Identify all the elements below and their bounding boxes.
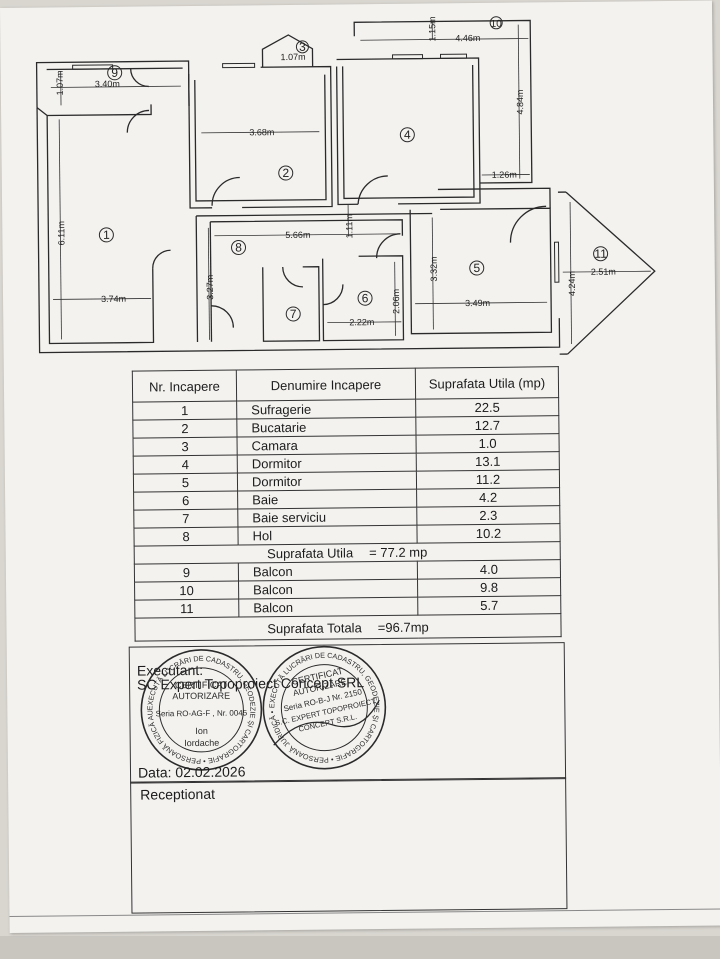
stamp1-title: CERTIFICAT: [175, 680, 228, 691]
totala-total-cell: Suprafata Totala =96.7mp: [134, 613, 562, 642]
cell-nr: 5: [133, 473, 238, 493]
dim-11w: 2.51m: [591, 267, 616, 277]
cell-nr: 6: [133, 491, 238, 511]
cell-area: 4.2: [416, 487, 560, 508]
room-1-wall: [46, 115, 155, 345]
stamp1-name1: Ion: [195, 726, 208, 736]
room-label-9: 9: [111, 66, 118, 80]
receptionat-label: Receptionat: [140, 785, 216, 803]
dim-11v: 4.24m: [567, 271, 577, 296]
stamp-pfa: EXECUTĂ LUCRĂRI DE CADASTRU, GEODEZIE ȘI…: [139, 647, 263, 771]
cell-area: 12.7: [415, 415, 559, 436]
hall-8-wall: [195, 215, 404, 342]
utila-value: = 77.2 mp: [369, 544, 428, 561]
room-5-wall: [409, 207, 553, 335]
dim-6h: 2.06m: [391, 289, 401, 314]
dim-4h: 4.84m: [515, 89, 525, 114]
cell-name: Baie: [237, 489, 417, 510]
cell-area: 10.2: [416, 523, 561, 544]
cell-name: Dormitor: [237, 471, 417, 492]
cell-name: Baie serviciu: [237, 507, 417, 528]
cell-area: 4.0: [417, 559, 561, 580]
dim-10top: 4.46m: [455, 33, 480, 43]
document-sheet: 3.40m 1.07m 1.07m 4.46m 1.15m 6.11m 3.68…: [0, 0, 720, 933]
stamp1-name2: Iordache: [184, 738, 219, 748]
cell-nr: 9: [134, 563, 239, 583]
cell-nr: 2: [132, 419, 238, 439]
cell-area: 13.1: [416, 451, 560, 472]
room-label-5: 5: [473, 261, 480, 275]
cell-area: 9.8: [417, 577, 561, 598]
rooms-table: Nr. Incapere Denumire Incapere Suprafata…: [132, 366, 562, 642]
dim-6w: 2.22m: [349, 317, 374, 327]
header-nr: Nr. Incapere: [132, 370, 237, 403]
room-7-wall: [262, 266, 321, 342]
header-denumire: Denumire Incapere: [236, 368, 416, 402]
room-label-7: 7: [290, 307, 297, 321]
cell-nr: 8: [133, 527, 239, 547]
floor-plan: 3.40m 1.07m 1.07m 4.46m 1.15m 6.11m 3.68…: [35, 16, 656, 355]
room-label-2: 2: [282, 166, 289, 180]
cell-area: 22.5: [415, 397, 559, 418]
room-2-wall: [188, 65, 333, 209]
date-label: Data: 02.02.2026: [137, 763, 246, 781]
dim-9w: 3.40m: [95, 79, 120, 89]
dim-2w: 3.68m: [249, 127, 274, 137]
room-label-11: 11: [594, 247, 607, 261]
cell-name: Balcon: [238, 561, 418, 582]
dim-5h: 3.32m: [429, 256, 439, 281]
cell-nr: 1: [132, 401, 237, 421]
stamp1-sub: AUTORIZARE: [172, 691, 230, 702]
room-label-1: 1: [103, 228, 110, 242]
cell-area: 11.2: [416, 469, 560, 490]
balcony-11-outline: [565, 191, 656, 355]
dim-8h: 3.27m: [205, 275, 215, 300]
dim-9h: 1.07m: [55, 70, 65, 95]
utila-label: Suprafata Utila: [267, 545, 354, 562]
signature-mark: [273, 699, 380, 746]
cell-area: 5.7: [417, 595, 561, 616]
dim-3: 1.07m: [280, 52, 305, 62]
dim-126: 1.26m: [492, 170, 517, 180]
cell-area: 1.0: [415, 433, 560, 454]
cell-name: Balcon: [238, 579, 418, 600]
balcony-10-outline: [353, 19, 533, 184]
room-label-4: 4: [404, 128, 411, 142]
dim-1w: 3.74m: [101, 294, 126, 304]
dim-8w: 5.66m: [285, 230, 310, 240]
room-label-10: 10: [491, 19, 503, 30]
totala-total-row: Suprafata Totala =96.7mp: [134, 613, 562, 642]
cell-nr: 11: [134, 599, 239, 619]
room-label-6: 6: [362, 291, 369, 305]
dim-5w: 3.49m: [465, 298, 490, 308]
table-header-row: Nr. Incapere Denumire Incapere Suprafata…: [132, 366, 559, 403]
room-label-3: 3: [299, 40, 306, 54]
totala-value: =96.7mp: [377, 619, 429, 635]
room-label-8: 8: [235, 240, 242, 254]
cell-name: Camara: [237, 435, 417, 456]
dim-1h: 6.11m: [56, 221, 66, 245]
cell-name: Dormitor: [237, 453, 417, 474]
stamp1-series: Seria RO-AG-F , Nr. 0045: [156, 708, 248, 718]
cell-name: Bucatarie: [236, 417, 416, 438]
cell-name: Hol: [237, 525, 418, 546]
outer-wall: [36, 107, 561, 354]
cell-nr: 7: [133, 509, 238, 529]
cell-name: Balcon: [238, 597, 418, 618]
room-6-wall: [321, 255, 405, 342]
cell-nr: 3: [133, 437, 238, 457]
cell-name: Sufragerie: [236, 399, 416, 420]
cell-area: 2.3: [416, 505, 560, 526]
desk-surface: [0, 936, 720, 959]
totala-label: Suprafata Totala: [267, 619, 362, 636]
cell-nr: 4: [133, 455, 238, 475]
room-3-wall: [261, 34, 314, 68]
dim-10h: 1.15m: [427, 16, 437, 41]
cell-nr: 10: [134, 581, 239, 601]
stamp-company: EXECUTĂ LUCRĂRI DE CADASTRU, GEODEZIE ȘI…: [261, 644, 387, 770]
header-suprafata: Suprafata Utila (mp): [415, 366, 559, 400]
dim-11h: 1.11m: [344, 214, 354, 238]
